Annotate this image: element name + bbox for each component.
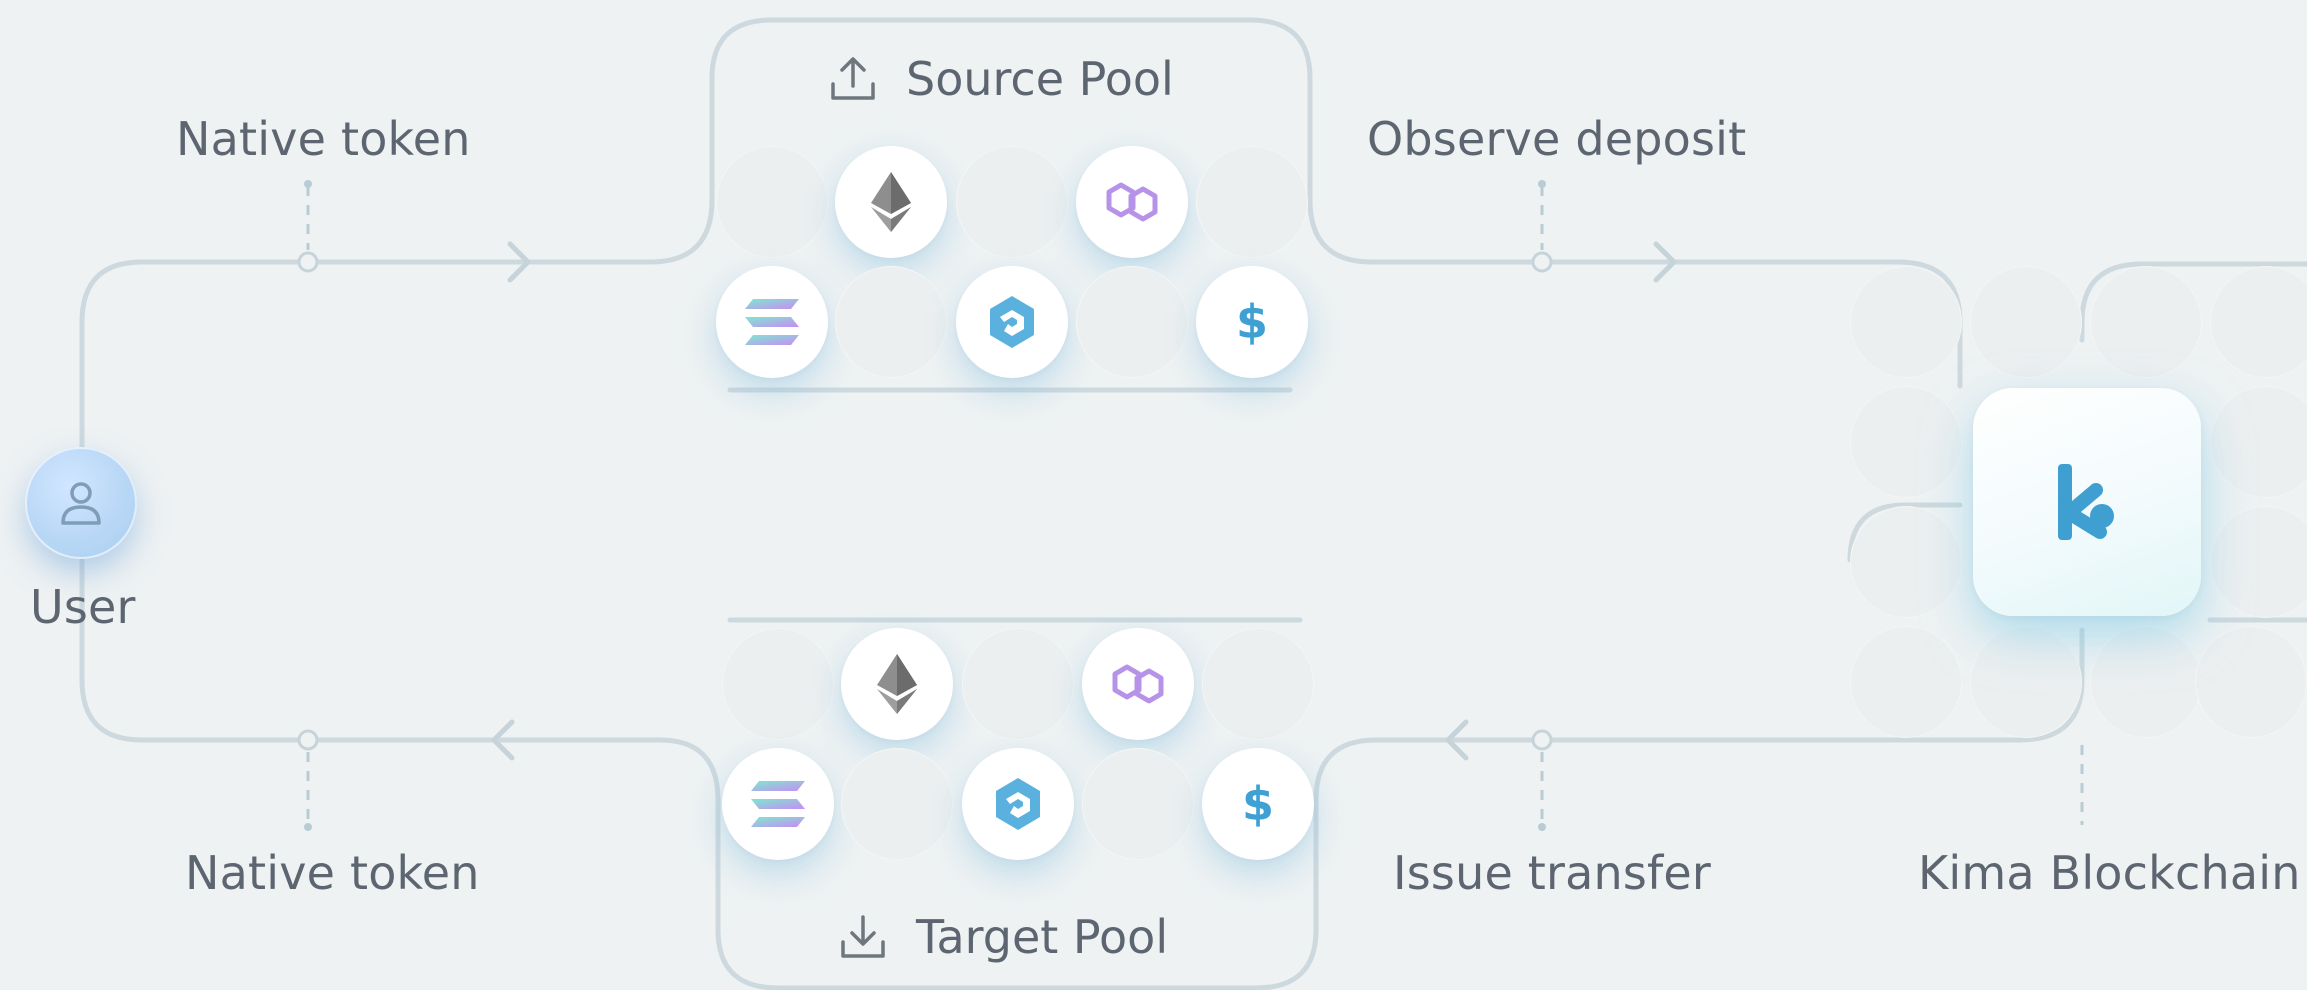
network-node bbox=[1850, 266, 1962, 378]
empty-slot bbox=[962, 628, 1074, 740]
target-pool-title: Target Pool bbox=[838, 910, 1168, 964]
network-node bbox=[2090, 266, 2202, 378]
user-avatar bbox=[25, 447, 137, 559]
user-label: User bbox=[30, 580, 136, 634]
native-token-bottom-label: Native token bbox=[185, 846, 480, 900]
usd-icon: $ bbox=[1196, 266, 1308, 378]
kima-logo-icon bbox=[1973, 388, 2201, 616]
empty-slot bbox=[1076, 266, 1188, 378]
solana-icon bbox=[722, 748, 834, 860]
polygon-icon bbox=[1076, 146, 1188, 258]
empty-slot bbox=[722, 628, 834, 740]
network-node bbox=[2210, 506, 2307, 618]
empty-slot bbox=[716, 146, 828, 258]
empty-slot bbox=[1082, 748, 1194, 860]
network-node bbox=[1850, 386, 1962, 498]
network-node bbox=[2090, 626, 2202, 738]
native-token-top-label: Native token bbox=[176, 112, 471, 166]
upload-icon bbox=[828, 54, 878, 104]
issue-transfer-label: Issue transfer bbox=[1393, 846, 1712, 900]
download-icon bbox=[838, 912, 888, 962]
ethereum-icon bbox=[835, 146, 947, 258]
solana-icon bbox=[716, 266, 828, 378]
kima-blockchain-label: Kima Blockchain bbox=[1918, 846, 2301, 900]
network-node bbox=[1970, 266, 2082, 378]
source-pool-label: Source Pool bbox=[906, 52, 1174, 106]
network-node bbox=[2210, 386, 2307, 498]
empty-slot bbox=[841, 748, 953, 860]
user-icon bbox=[61, 482, 101, 525]
chainlink-icon bbox=[956, 266, 1068, 378]
empty-slot bbox=[835, 266, 947, 378]
usd-icon: $ bbox=[1202, 748, 1314, 860]
ethereum-icon bbox=[841, 628, 953, 740]
network-node bbox=[1850, 506, 1962, 618]
empty-slot bbox=[1196, 146, 1308, 258]
network-node bbox=[1970, 626, 2082, 738]
target-pool-label: Target Pool bbox=[916, 910, 1169, 964]
network-node bbox=[2195, 626, 2307, 738]
source-pool-title: Source Pool bbox=[828, 52, 1174, 106]
network-node bbox=[1850, 626, 1962, 738]
empty-slot bbox=[1202, 628, 1314, 740]
empty-slot bbox=[956, 146, 1068, 258]
observe-deposit-label: Observe deposit bbox=[1367, 112, 1747, 166]
polygon-icon bbox=[1082, 628, 1194, 740]
network-node bbox=[2210, 266, 2307, 378]
chainlink-icon bbox=[962, 748, 1074, 860]
